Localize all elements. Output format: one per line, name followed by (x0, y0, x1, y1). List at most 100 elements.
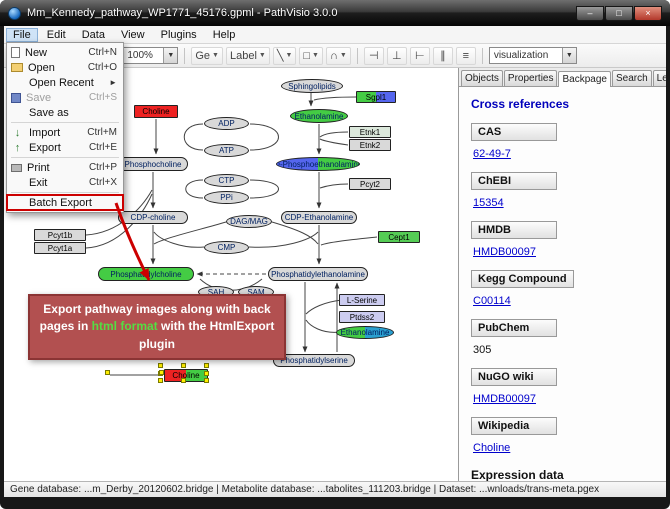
tab-legend[interactable]: Legend (652, 70, 666, 86)
pathway-edge[interactable] (248, 231, 319, 248)
selection-handle[interactable] (204, 371, 209, 376)
crossref-value-cas[interactable]: 62-49-7 (473, 148, 511, 160)
pathway-node-atp[interactable]: ATP (204, 144, 249, 157)
maximize-button[interactable]: □ (605, 5, 633, 21)
pathway-edge[interactable] (313, 96, 357, 101)
pathway-node-cmp[interactable]: CMP (204, 241, 249, 254)
pathway-node-o-phosphoethanolamine[interactable]: O-Phosphoethanolamine (276, 157, 360, 171)
visualization-combo[interactable]: visualization▼ (488, 47, 577, 64)
pathway-edge[interactable] (249, 123, 279, 151)
align-right-icon[interactable]: ⊢ (409, 46, 430, 65)
tab-properties[interactable]: Properties (503, 70, 558, 86)
pathway-edge[interactable] (319, 183, 349, 189)
chevron-down-icon[interactable]: ▼ (312, 52, 319, 59)
pathway-edge[interactable] (153, 231, 205, 248)
selection-handle[interactable] (204, 378, 209, 383)
selection-handle[interactable] (181, 363, 186, 368)
pathway-node-cdp-choline[interactable]: CDP-choline (118, 211, 188, 224)
tab-search[interactable]: Search (611, 70, 652, 86)
pathway-node-cdp-ethanolamine[interactable]: CDP-Ethanolamine (281, 211, 357, 224)
pathway-node-phosphatidylcholine[interactable]: Phosphatidylcholine (98, 267, 194, 281)
crossref-value-nugo-wiki[interactable]: HMDB00097 (473, 393, 536, 405)
pathway-node-pcyt2[interactable]: Pcyt2 (349, 178, 391, 190)
minimize-button[interactable]: – (576, 5, 604, 21)
pathway-node-pcyt1b[interactable]: Pcyt1b (34, 229, 86, 241)
chevron-down-icon[interactable]: ▼ (285, 52, 293, 59)
gene-product-tool[interactable]: Ge▼ (191, 46, 223, 65)
pathway-node-ethanolamine[interactable]: Ethanolamine (290, 109, 348, 123)
distribute-horizontal-icon[interactable]: ∥ (432, 46, 453, 65)
pathway-node-etnk2[interactable]: Etnk2 (349, 139, 391, 151)
menu-data[interactable]: Data (81, 28, 105, 41)
pathway-node-ethanolamine[interactable]: Ethanolamine (336, 326, 394, 339)
pathway-node-sphingolipids[interactable]: Sphingolipids (281, 79, 343, 93)
pathway-node-ctp[interactable]: CTP (204, 174, 249, 187)
pathway-node-etnk1[interactable]: Etnk1 (349, 126, 391, 138)
pathway-node-phosphatidylserine[interactable]: Phosphatidylserine (273, 354, 355, 367)
file-menu-item-open-recent[interactable]: Open Recent► (7, 75, 123, 90)
menu-plugins[interactable]: Plugins (160, 28, 197, 41)
selection-handle[interactable] (181, 378, 186, 383)
pathway-edge[interactable] (249, 179, 279, 199)
tab-backpage[interactable]: Backpage (558, 71, 611, 87)
crossref-value-hmdb[interactable]: HMDB00097 (473, 246, 536, 258)
selection-handle[interactable] (158, 378, 163, 383)
crossref-value-chebi[interactable]: 15354 (473, 197, 504, 209)
chevron-down-icon[interactable]: ▼ (258, 52, 266, 59)
connector-tool[interactable]: ∩▼ (325, 46, 351, 65)
selection-handle[interactable] (158, 363, 163, 368)
file-menu-item-batch-export[interactable]: Batch Export (6, 194, 124, 211)
pathway-node-ptdss2[interactable]: Ptdss2 (339, 311, 385, 323)
crossref-value-kegg-compound[interactable]: C00114 (473, 295, 511, 307)
pathway-node-phosphatidylethanolamine[interactable]: Phosphatidylethanolamine (268, 267, 368, 281)
menu-view[interactable]: View (120, 28, 145, 41)
pathway-edge[interactable] (319, 131, 349, 138)
pathway-node-ppi[interactable]: PPi (204, 191, 249, 204)
pathway-node-pcyt1a[interactable]: Pcyt1a (34, 242, 86, 254)
file-menu-item-save-as[interactable]: Save as (7, 105, 123, 120)
pathway-edge[interactable] (305, 319, 341, 333)
selection-handle[interactable] (159, 370, 164, 375)
pathway-edge[interactable] (153, 221, 227, 245)
menu-help[interactable]: Help (212, 28, 236, 41)
chevron-down-icon[interactable]: ▼ (339, 52, 347, 59)
align-center-icon[interactable]: ⊥ (386, 46, 407, 65)
pathway-edge[interactable] (305, 299, 343, 315)
line-tool[interactable]: ╲▼ (272, 46, 297, 65)
pathway-node-choline[interactable]: Choline (164, 369, 208, 382)
menu-edit[interactable]: Edit (46, 28, 66, 41)
pathway-node-phosphocholine[interactable]: Phosphocholine (118, 157, 188, 171)
pathway-edge[interactable] (183, 123, 204, 151)
chevron-down-icon[interactable]: ▼ (212, 52, 219, 59)
chevron-down-icon[interactable]: ▼ (561, 48, 576, 63)
pathway-edge[interactable] (320, 236, 378, 246)
chevron-down-icon[interactable]: ▼ (163, 48, 178, 63)
align-left-icon[interactable]: ⊣ (363, 46, 384, 65)
selection-handle[interactable] (204, 363, 209, 368)
pathway-edge[interactable] (319, 138, 349, 146)
pathway-edge[interactable] (271, 221, 319, 245)
shape-tool[interactable]: □▼ (299, 46, 323, 65)
close-button[interactable]: × (634, 5, 662, 21)
selection-handle[interactable] (105, 370, 110, 375)
crossref-value-wikipedia[interactable]: Choline (473, 442, 511, 454)
pathway-node-choline[interactable]: Choline (134, 105, 178, 118)
zoom-combo[interactable]: 100%▼ (122, 47, 179, 64)
pathway-node-cept1[interactable]: Cept1 (378, 231, 420, 243)
pathway-node-dag-mag[interactable]: DAG/MAG (226, 215, 272, 228)
menu-file[interactable]: File (6, 27, 38, 42)
pathway-node-sgpl1[interactable]: Sgpl1 (356, 91, 396, 103)
pathway-edge[interactable] (185, 179, 204, 199)
label-tool[interactable]: Label▼ (225, 46, 270, 65)
pathway-node-l-serine[interactable]: L-Serine (339, 294, 385, 306)
tab-objects[interactable]: Objects (461, 70, 503, 86)
titlebar[interactable]: Mm_Kennedy_pathway_WP1771_45176.gpml - P… (0, 0, 670, 26)
pathway-node-adp[interactable]: ADP (204, 117, 249, 130)
